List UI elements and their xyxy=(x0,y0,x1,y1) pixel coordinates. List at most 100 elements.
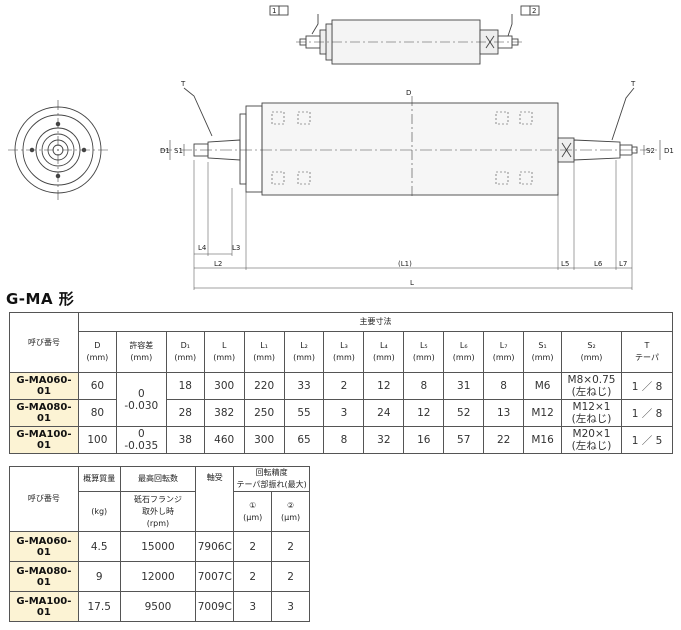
cell-acc1: 2 xyxy=(233,561,273,592)
table-row: G-MA080-01 80 28 382 250 55 3 24 12 52 1… xyxy=(9,399,674,427)
col-header-l6: L₆(mm) xyxy=(443,331,485,373)
cell-mass: 17.5 xyxy=(77,591,121,622)
cell-speed: 15000 xyxy=(119,531,197,562)
specs-subheader-row: (kg) 砥石フランジ取外し時(rpm) ①(μm) ②(μm) xyxy=(10,491,310,532)
col-header-d: D(mm) xyxy=(77,331,117,373)
row-model: G-MA060-01 xyxy=(9,531,79,562)
end-view xyxy=(8,100,108,200)
cell-l3: 3 xyxy=(323,399,365,427)
l7-label: L7 xyxy=(619,260,627,268)
l1-label: (L1) xyxy=(398,260,412,268)
call-name-header: 呼び番号 xyxy=(9,312,79,373)
cell-s2: M12×1(左ねじ) xyxy=(561,399,622,427)
accuracy-2-header: ②(μm) xyxy=(271,491,310,532)
cell-d: 100 xyxy=(77,426,117,454)
cell-acc2: 3 xyxy=(271,591,310,622)
t-right-label: T xyxy=(630,80,636,88)
cell-l: 460 xyxy=(203,426,245,454)
cell-l4: 24 xyxy=(363,399,405,427)
d-label: D xyxy=(406,89,411,97)
row-model: G-MA080-01 xyxy=(9,561,79,592)
mark2-label: 2 xyxy=(532,7,536,15)
side-view xyxy=(160,87,661,290)
row-model: G-MA060-01 xyxy=(9,372,79,400)
cell-d: 60 xyxy=(77,372,117,400)
cell-acc1: 2 xyxy=(233,531,273,562)
bearing-header: 軸受 xyxy=(195,466,235,532)
cell-mass: 4.5 xyxy=(77,531,121,562)
cell-l7: 22 xyxy=(483,426,525,454)
table-row: G-MA100-01 100 0-0.035 38 460 300 65 8 3… xyxy=(9,426,674,454)
cell-bearing: 7009C xyxy=(195,591,235,622)
s1-label: S1 xyxy=(174,147,183,155)
table-row: G-MA080-01 9 12000 7007C 2 2 xyxy=(9,561,310,592)
cell-d1: 18 xyxy=(165,372,205,400)
cell-tolerance-b: 0-0.035 xyxy=(115,426,167,454)
cell-acc2: 2 xyxy=(271,561,310,592)
cell-mass: 9 xyxy=(77,561,121,592)
cell-acc1: 3 xyxy=(233,591,273,622)
mass-unit: (kg) xyxy=(77,491,121,532)
cell-l6: 52 xyxy=(443,399,485,427)
row-model: G-MA080-01 xyxy=(9,399,79,427)
cell-s1: M6 xyxy=(523,372,563,400)
mark1-label: 1 xyxy=(272,7,276,15)
cell-l5: 8 xyxy=(403,372,445,400)
col-header-d1: D₁(mm) xyxy=(165,331,205,373)
column-header-row: D(mm) 許容差(mm) D₁(mm) L(mm) L₁(mm) L₂(mm)… xyxy=(10,331,674,373)
cell-d: 80 xyxy=(77,399,117,427)
cell-l1: 300 xyxy=(243,426,285,454)
specs-table: 呼び番号 概算質量 最高回転数 軸受 回転精度テーパ部振れ(最大) (kg) 砥… xyxy=(9,466,310,622)
cell-t: 1 ／ 5 xyxy=(620,426,674,454)
col-header-s1: S₁(mm) xyxy=(523,331,563,373)
col-header-l5: L₅(mm) xyxy=(403,331,445,373)
cell-acc2: 2 xyxy=(271,531,310,562)
d1-right-label: D1 xyxy=(664,147,674,155)
cell-l5: 12 xyxy=(403,399,445,427)
cell-l7: 8 xyxy=(483,372,525,400)
l6-label: L6 xyxy=(594,260,603,268)
speed-subheader: 砥石フランジ取外し時(rpm) xyxy=(119,491,197,532)
cell-s1: M16 xyxy=(523,426,563,454)
row-model: G-MA100-01 xyxy=(9,591,79,622)
cell-l5: 16 xyxy=(403,426,445,454)
cell-l7: 13 xyxy=(483,399,525,427)
col-header-l2: L₂(mm) xyxy=(283,331,325,373)
cell-s2: M20×1(左ねじ) xyxy=(561,426,622,454)
cell-d1: 28 xyxy=(165,399,205,427)
cell-l: 382 xyxy=(203,399,245,427)
cell-s2: M8×0.75(左ねじ) xyxy=(561,372,622,400)
cell-speed: 12000 xyxy=(119,561,197,592)
cell-l3: 8 xyxy=(323,426,365,454)
cell-l2: 65 xyxy=(283,426,325,454)
table-row: G-MA060-01 4.5 15000 7906C 2 2 xyxy=(9,531,310,562)
col-header-l7: L₇(mm) xyxy=(483,331,525,373)
col-header-l4: L₄(mm) xyxy=(363,331,405,373)
cell-bearing: 7906C xyxy=(195,531,235,562)
row-model: G-MA100-01 xyxy=(9,426,79,454)
spindle-drawing: 1 2 D D1 S1 S2 D1 T T L4 L3 L2 (L1) L5 L… xyxy=(8,5,674,290)
main-dims-header: 主要寸法 xyxy=(77,312,674,332)
cell-speed: 9500 xyxy=(119,591,197,622)
speed-header: 最高回転数 xyxy=(119,466,197,492)
specs-header-row: 呼び番号 概算質量 最高回転数 軸受 回転精度テーパ部振れ(最大) xyxy=(9,466,310,532)
d1-left-label: D1 xyxy=(160,147,170,155)
cell-l1: 220 xyxy=(243,372,285,400)
col-header-l1: L₁(mm) xyxy=(243,331,285,373)
cell-t: 1 ／ 8 xyxy=(620,399,674,427)
cell-l1: 250 xyxy=(243,399,285,427)
col-header-tol: 許容差(mm) xyxy=(115,331,167,373)
call-name-header-2: 呼び番号 xyxy=(9,466,79,532)
l3-label: L3 xyxy=(232,244,240,252)
dimensions-table: 呼び番号 主要寸法 D(mm) 許容差(mm) D₁(mm) L(mm) L₁(… xyxy=(9,312,674,454)
cell-tolerance-a: 0-0.030 xyxy=(115,372,167,427)
cell-l4: 32 xyxy=(363,426,405,454)
mass-header: 概算質量 xyxy=(77,466,121,492)
table-row: G-MA100-01 17.5 9500 7009C 3 3 xyxy=(9,591,310,622)
cell-l: 300 xyxy=(203,372,245,400)
cell-l4: 12 xyxy=(363,372,405,400)
col-header-s2: S₂(mm) xyxy=(561,331,622,373)
cell-l2: 55 xyxy=(283,399,325,427)
s2-label: S2 xyxy=(646,147,655,155)
